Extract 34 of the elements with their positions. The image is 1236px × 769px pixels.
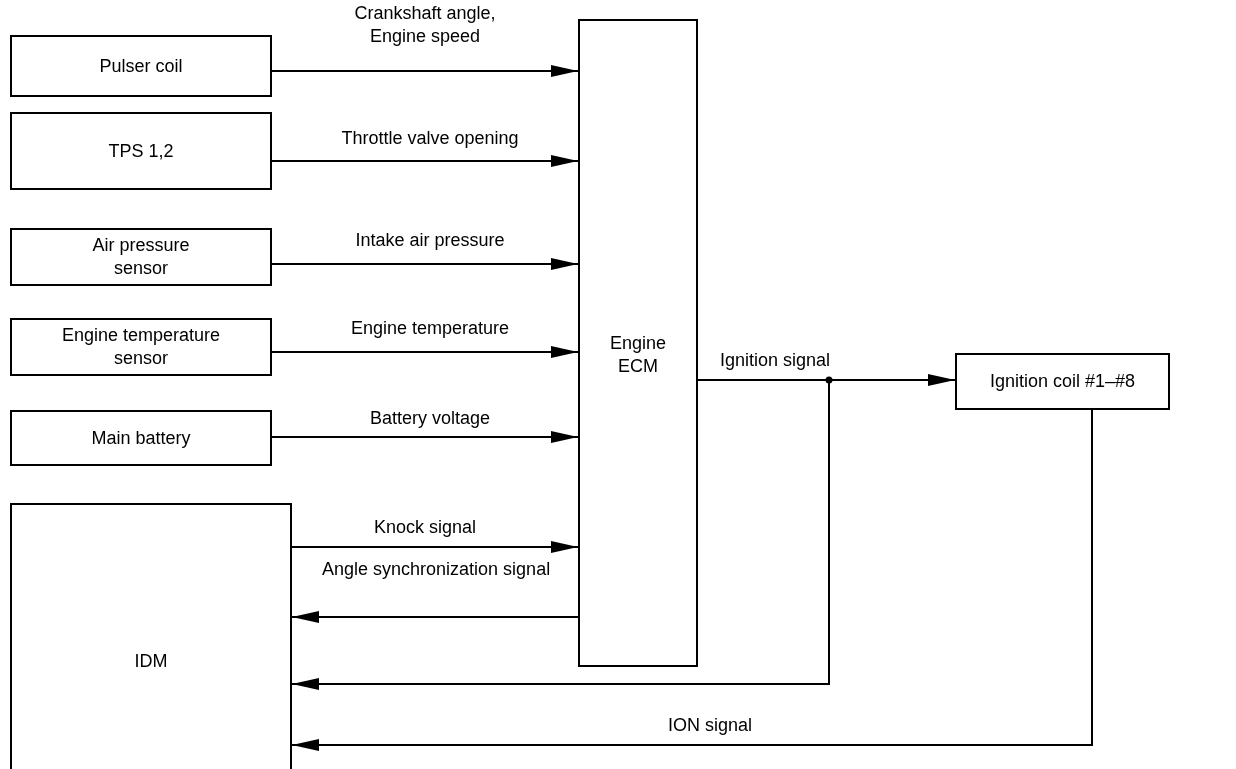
edge-label: Engine temperature bbox=[349, 317, 511, 340]
block-label: Pulser coil bbox=[99, 54, 183, 78]
block-box bbox=[10, 35, 272, 97]
block-label: Ignition coil #1–#8 bbox=[989, 370, 1136, 393]
arrow bbox=[291, 611, 579, 623]
block-box bbox=[955, 353, 1170, 410]
arrow bbox=[271, 346, 579, 358]
block-label: IDM bbox=[134, 649, 168, 673]
arrow bbox=[291, 541, 579, 553]
edge-label: Throttle valve opening bbox=[340, 127, 520, 150]
block-box bbox=[10, 503, 292, 769]
arrow bbox=[271, 155, 579, 167]
block-box bbox=[578, 19, 698, 667]
block-box bbox=[10, 410, 272, 466]
block-box bbox=[10, 112, 272, 190]
block-box bbox=[10, 228, 272, 286]
arrow bbox=[291, 379, 830, 690]
arrow bbox=[271, 431, 579, 443]
block-label: Air pressure sensor bbox=[91, 234, 191, 280]
block-label: Engine ECM bbox=[608, 332, 668, 378]
block-label: Engine temperature sensor bbox=[60, 324, 222, 370]
edge-label: Intake air pressure bbox=[354, 229, 506, 252]
block-label: TPS 1,2 bbox=[108, 139, 174, 163]
arrow bbox=[271, 258, 579, 270]
edge-label: Battery voltage bbox=[368, 407, 492, 430]
edge-label: Crankshaft angle, Engine speed bbox=[353, 2, 497, 48]
arrow bbox=[291, 409, 1093, 751]
block-box bbox=[10, 318, 272, 376]
edge-label: Angle synchronization signal bbox=[322, 558, 552, 581]
edge-label: Ignition signal bbox=[718, 349, 832, 372]
block-label: Main battery bbox=[91, 426, 191, 450]
edge-label: Knock signal bbox=[372, 516, 478, 539]
edge-label: ION signal bbox=[666, 714, 753, 737]
arrow bbox=[271, 65, 579, 77]
